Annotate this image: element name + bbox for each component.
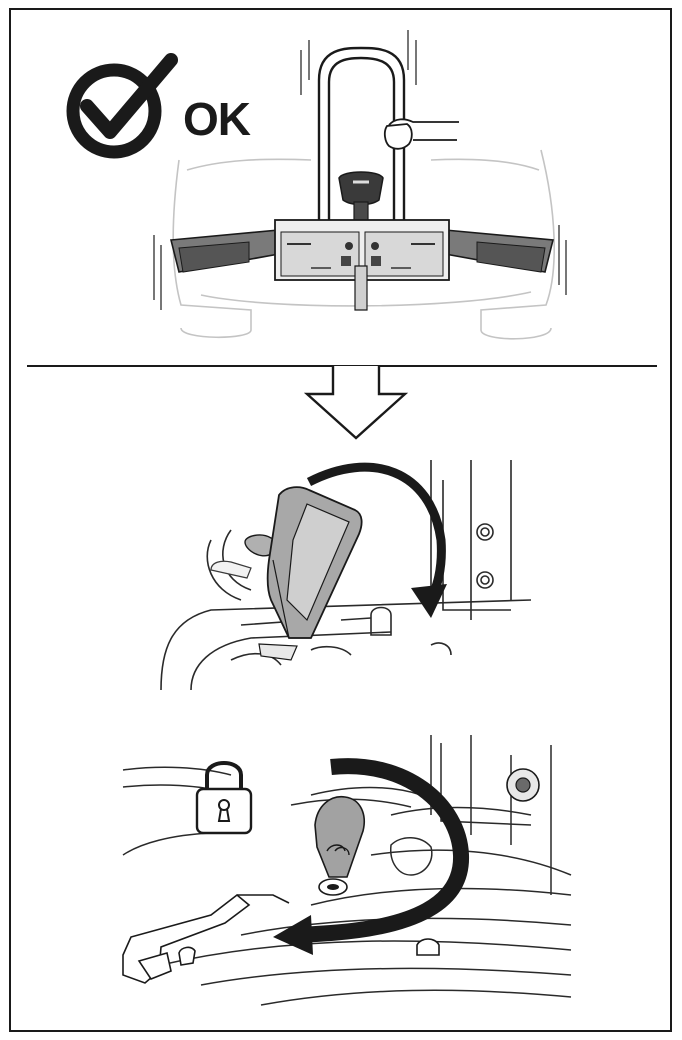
- central-knob: [339, 172, 383, 222]
- lever-fold-illustration: [11, 450, 670, 700]
- grey-pad: [211, 561, 251, 578]
- figure-frame: OK: [9, 8, 672, 1032]
- carrier-platform: [171, 220, 553, 310]
- curved-arrow-icon: [273, 766, 461, 955]
- ok-label: OK: [183, 96, 250, 142]
- lock-key-panel: [11, 725, 670, 1015]
- hand: [385, 119, 459, 148]
- key: [315, 797, 364, 895]
- ok-panel: OK: [11, 10, 670, 365]
- bike-carrier-illustration: [11, 10, 670, 365]
- hex-nut: [507, 769, 539, 801]
- fold-lever-panel: [11, 450, 670, 700]
- key-lock-illustration: [11, 725, 670, 1015]
- housing-outline: [161, 460, 531, 690]
- down-arrow-icon: [11, 366, 670, 446]
- check-circle-icon: [73, 54, 171, 152]
